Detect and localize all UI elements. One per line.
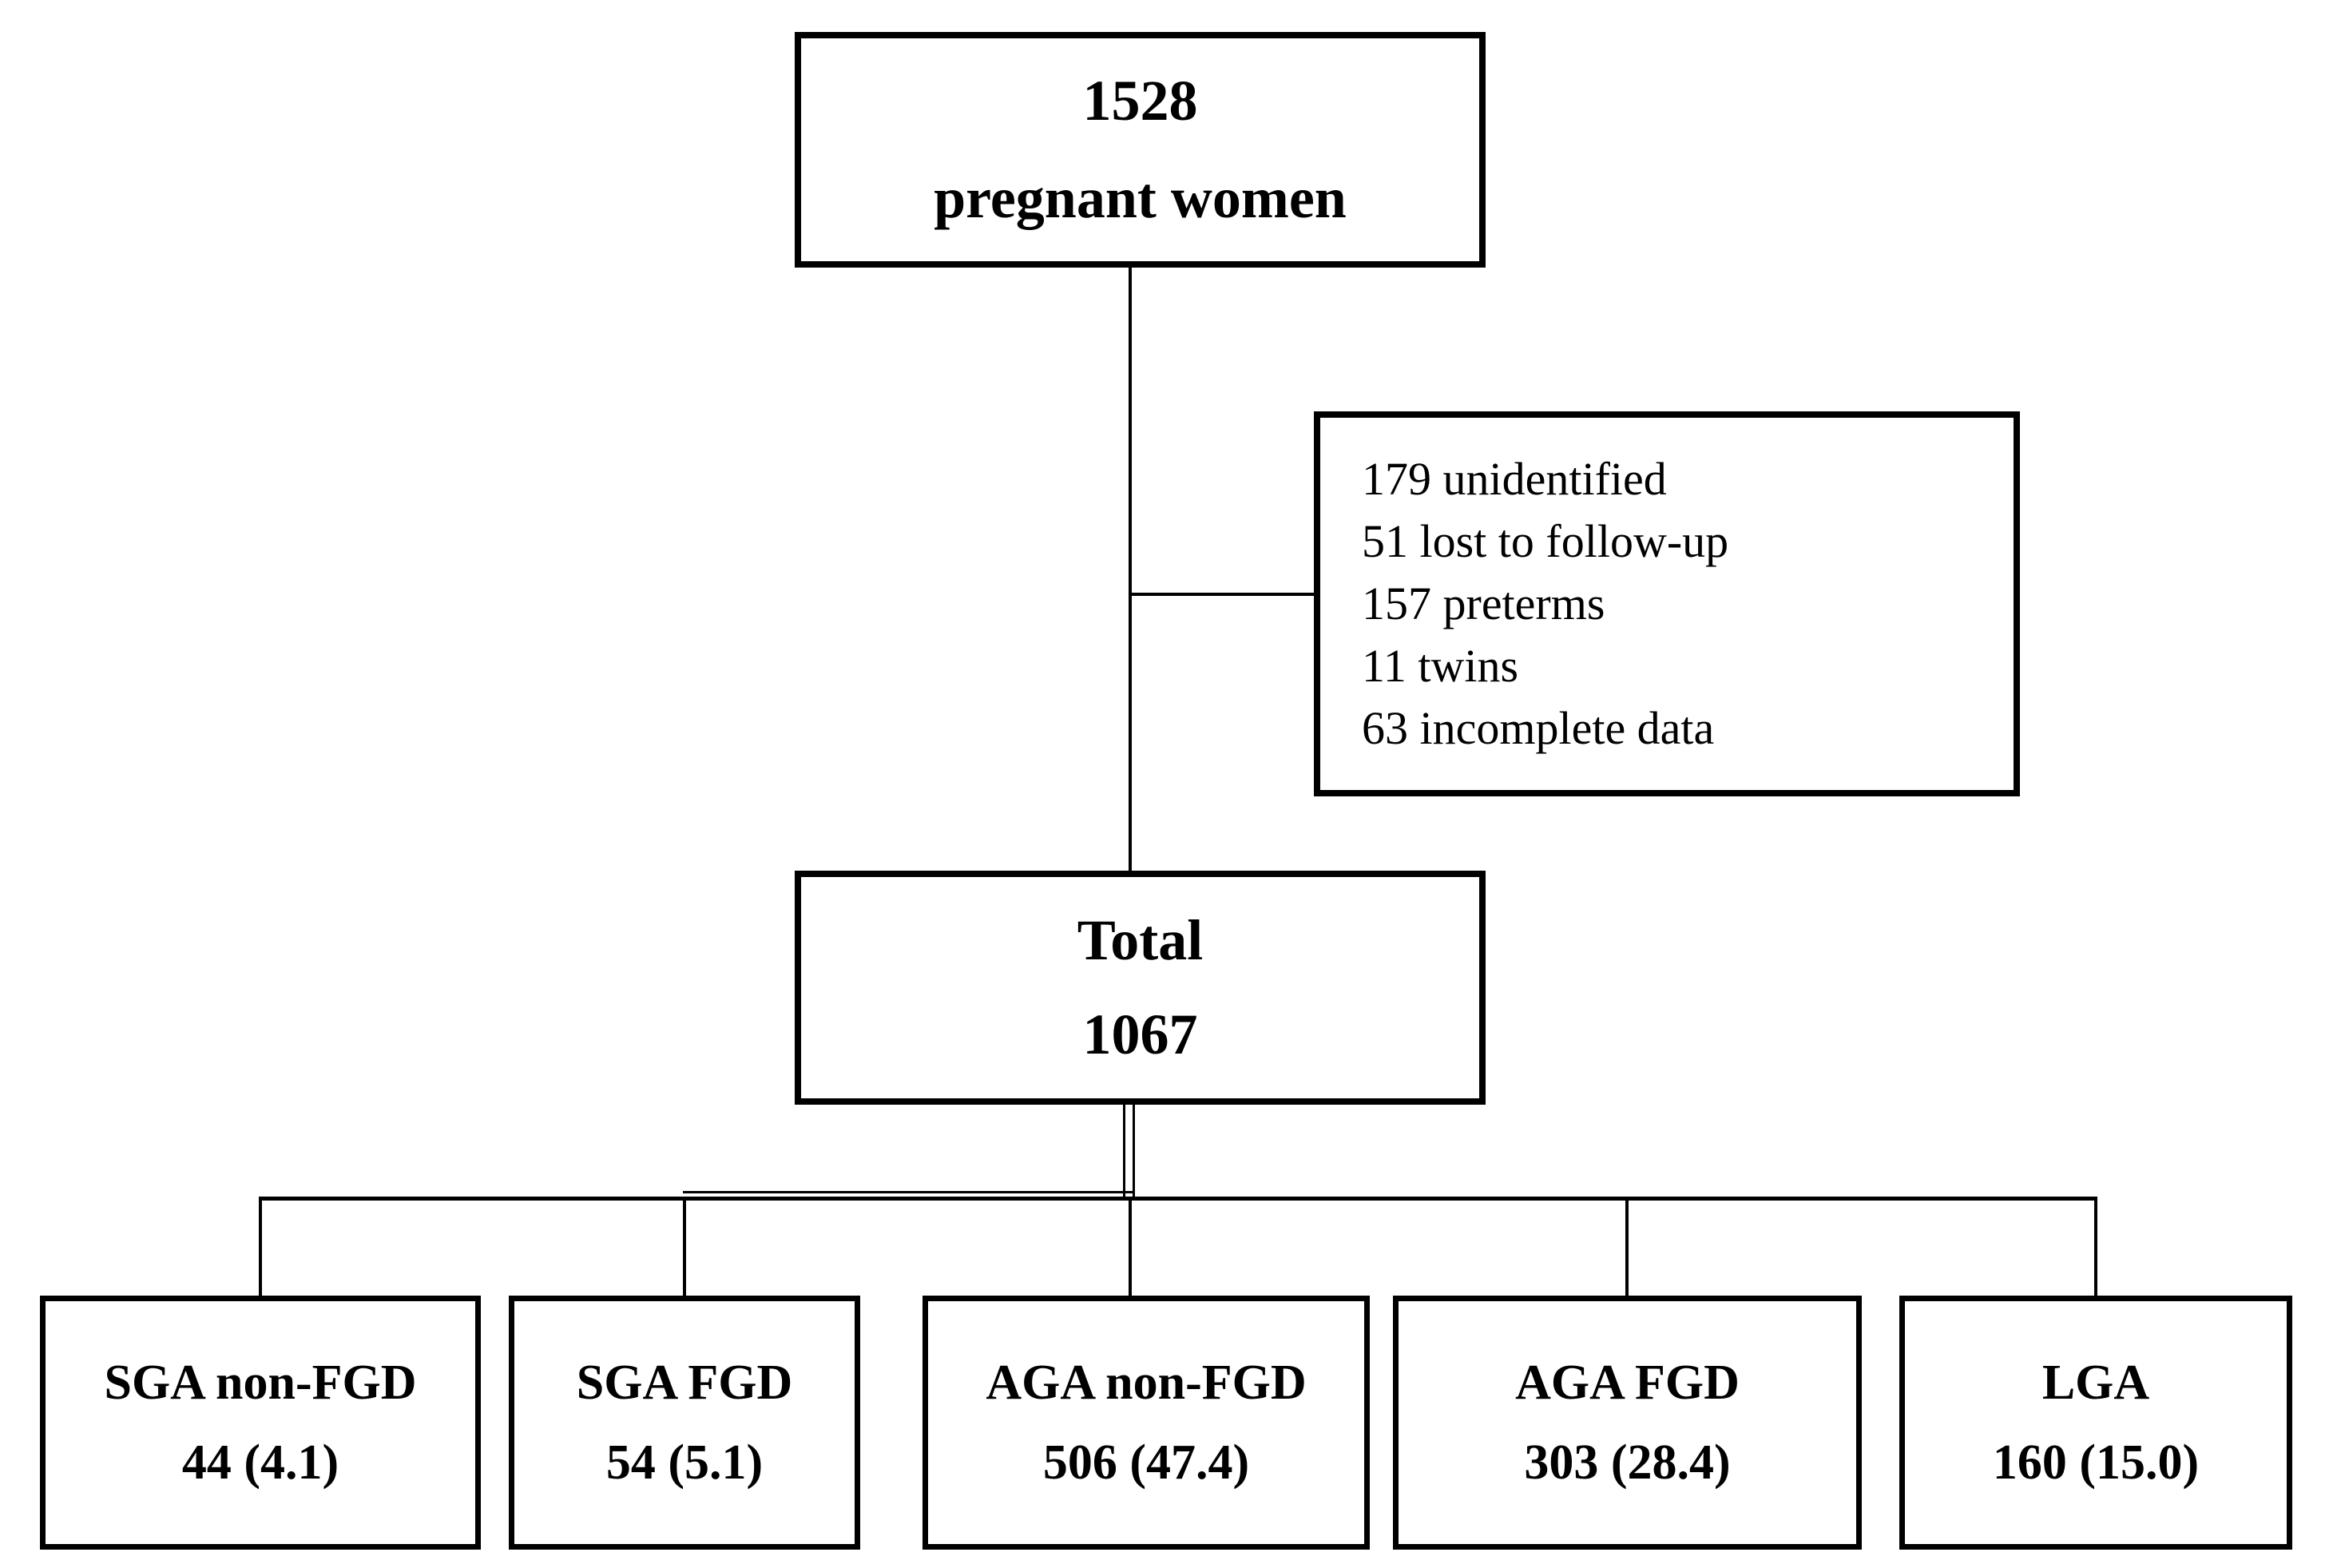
- enrolled-label: pregnant women: [934, 165, 1347, 230]
- exclusion-item-twins: 11 twins: [1362, 640, 1519, 692]
- enrolled-count: 1528: [1082, 69, 1198, 133]
- connector-exclusion-line: [1129, 593, 1315, 596]
- total-label: Total: [1077, 908, 1204, 973]
- total-count: 1067: [1082, 1002, 1198, 1066]
- group-box-sga-fgd: SGA FGD 54 (5.1): [509, 1296, 860, 1550]
- group-value: 54 (5.1): [605, 1435, 764, 1490]
- branch-drop-line-sga-fgd: [683, 1197, 686, 1299]
- group-box-sga-non-fgd: SGA non-FGD 44 (4.1): [40, 1296, 481, 1550]
- group-value: 44 (4.1): [181, 1435, 339, 1490]
- exclusion-item-incomplete: 63 incomplete data: [1362, 702, 1715, 754]
- group-value: 303 (28.4): [1524, 1435, 1731, 1490]
- exclusion-box: 179 unidentified 51 lost to follow-up 15…: [1314, 411, 2020, 796]
- connector-total-to-branch-line-left: [1123, 1103, 1125, 1198]
- branch-drop-line-lga: [2094, 1197, 2097, 1299]
- group-label: LGA: [2041, 1355, 2150, 1410]
- group-box-lga: LGA 160 (15.0): [1899, 1296, 2292, 1550]
- total-box: Total 1067: [795, 871, 1486, 1105]
- branch-drop-line-sga-non-fgd: [259, 1197, 262, 1299]
- exclusion-item-lost-followup: 51 lost to follow-up: [1362, 515, 1729, 567]
- branch-drop-line-aga-non-fgd: [1129, 1197, 1132, 1299]
- group-value: 506 (47.4): [1042, 1435, 1250, 1490]
- group-label: AGA FGD: [1515, 1355, 1740, 1410]
- connector-enrolled-to-total-line: [1129, 266, 1132, 872]
- group-box-aga-non-fgd: AGA non-FGD 506 (47.4): [922, 1296, 1370, 1550]
- branch-horizontal-line: [259, 1197, 2097, 1201]
- connector-total-to-branch-line-right: [1133, 1103, 1135, 1198]
- enrolled-box: 1528 pregnant women: [795, 32, 1486, 268]
- branch-drop-line-aga-fgd: [1625, 1197, 1629, 1299]
- group-label: SGA non-FGD: [104, 1355, 417, 1410]
- group-box-aga-fgd: AGA FGD 303 (28.4): [1393, 1296, 1862, 1550]
- group-label: SGA FGD: [576, 1355, 793, 1410]
- group-label: AGA non-FGD: [986, 1355, 1307, 1410]
- exclusion-item-preterms: 157 preterms: [1362, 578, 1605, 629]
- exclusion-item-unidentified: 179 unidentified: [1362, 453, 1667, 505]
- branch-horizontal-overlap-line: [683, 1191, 1135, 1193]
- group-value: 160 (15.0): [1992, 1435, 2200, 1490]
